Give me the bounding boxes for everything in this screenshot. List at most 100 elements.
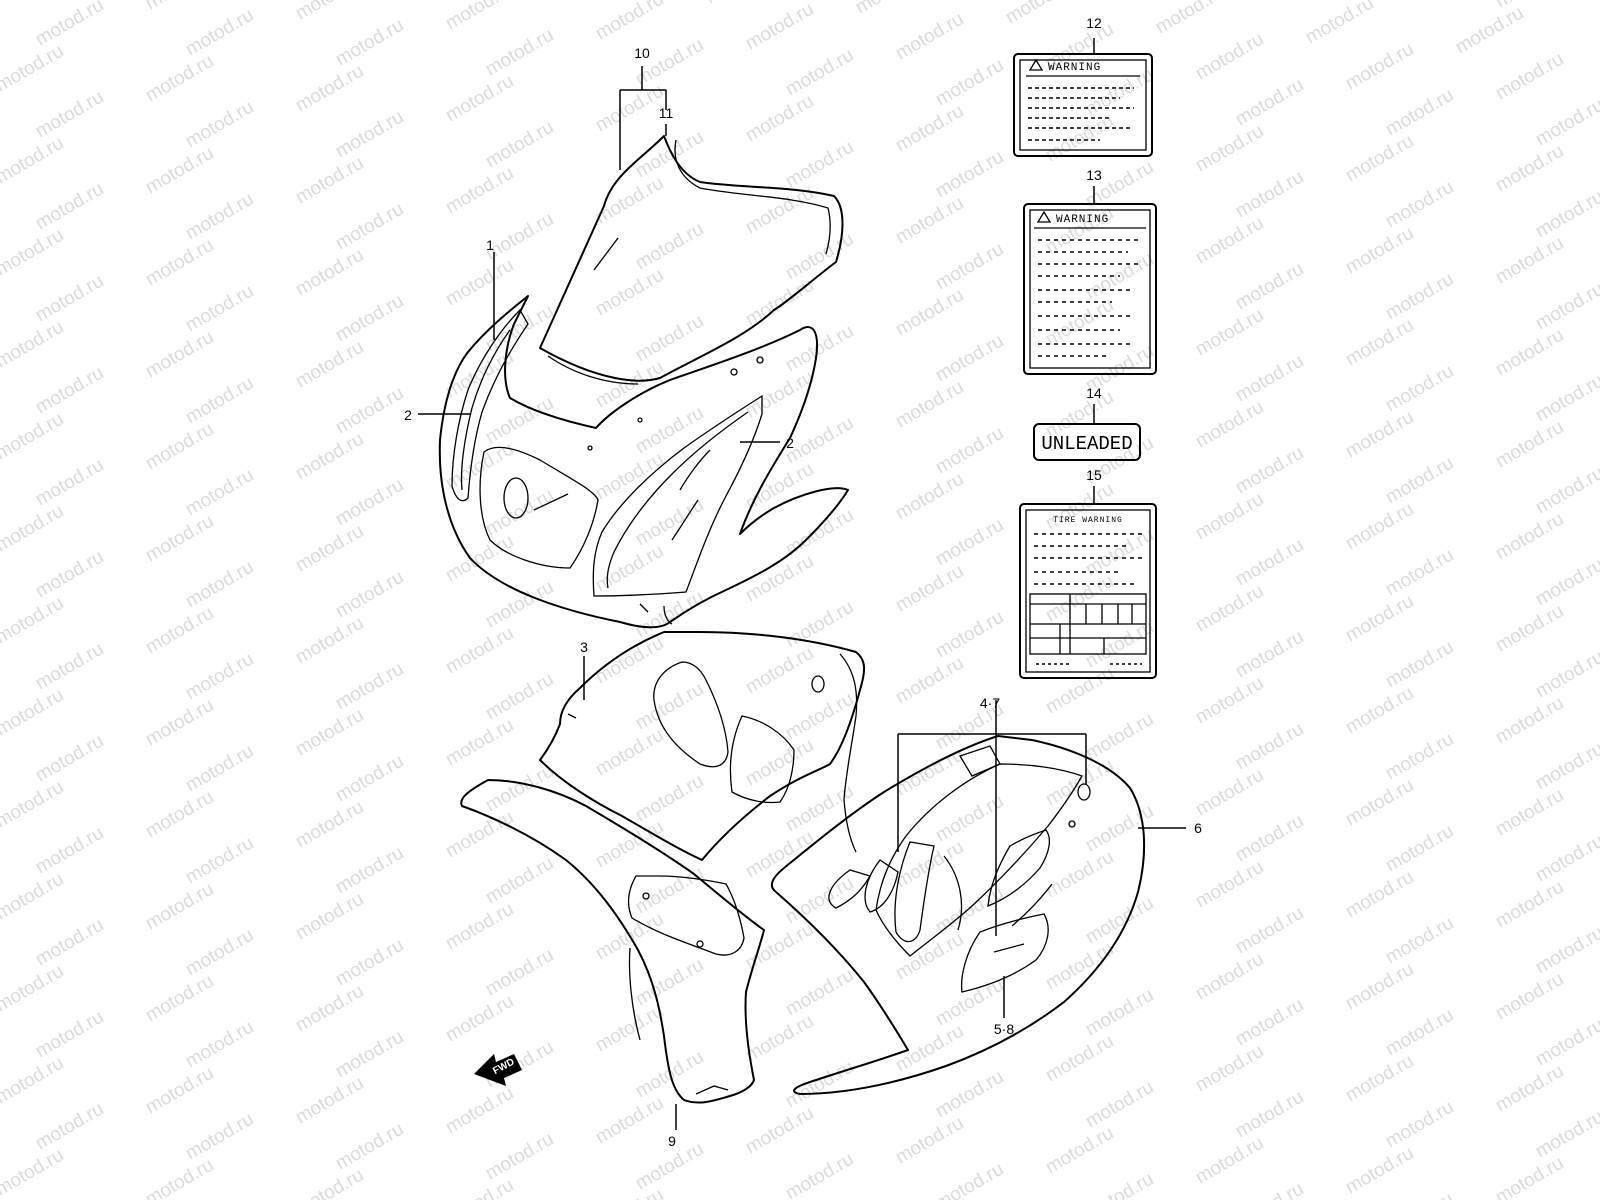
watermark-text: motod.ru: [182, 1109, 257, 1165]
watermark-text: motod.ru: [1192, 765, 1267, 821]
callout-numbers: 10 11 1 2 2 3 12 13 14 15 4·7 6 5·8 9: [404, 15, 1202, 1149]
watermark-text: motod.ru: [742, 367, 817, 423]
watermark-text: motod.ru: [632, 863, 707, 919]
watermark-text: motod.ru: [892, 653, 967, 709]
watermark-text: motod.ru: [742, 827, 817, 883]
tire-warning-label-15[interactable]: TIRE WARNING: [1019, 503, 1157, 679]
watermark-text: motod.ru: [1042, 755, 1117, 811]
under-cowling-left[interactable]: [460, 779, 765, 1104]
watermark-text: motod.ru: [1492, 693, 1567, 749]
watermark-text: motod.ru: [742, 91, 817, 147]
watermark-text: motod.ru: [1532, 1107, 1600, 1163]
watermark-text: motod.ru: [782, 781, 857, 837]
watermark-text: motod.ru: [142, 971, 217, 1027]
watermark-text: motod.ru: [1382, 821, 1457, 877]
watermark-text: motod.ru: [1042, 1031, 1117, 1087]
inner-cowling-panel[interactable]: [539, 631, 866, 861]
watermark-text: motod.ru: [592, 265, 667, 321]
watermark-text: motod.ru: [182, 833, 257, 889]
watermark-text: motod.ru: [1192, 673, 1267, 729]
watermark-text: motod.ru: [932, 55, 1007, 111]
label-15-table: [1029, 593, 1147, 655]
watermark-text: motod.ru: [32, 1099, 107, 1155]
watermark-text: motod.ru: [332, 475, 407, 531]
watermark-text: motod.ru: [1382, 85, 1457, 141]
watermark-text: motod.ru: [892, 377, 967, 433]
upper-cowling[interactable]: [438, 295, 849, 629]
watermark-text: motod.ru: [182, 373, 257, 429]
watermark-text: motod.ru: [332, 107, 407, 163]
watermark-text: motod.ru: [332, 15, 407, 71]
watermark-text: motod.ru: [32, 547, 107, 603]
watermark-text: motod.ru: [1492, 601, 1567, 657]
watermark-text: motod.ru: [0, 317, 67, 373]
watermark-text: motod.ru: [442, 1175, 517, 1200]
watermark-text: motod.ru: [782, 137, 857, 193]
watermark-text: motod.ru: [1152, 0, 1227, 38]
rgv-decal[interactable]: [828, 745, 1001, 943]
watermark-text: motod.ru: [1532, 923, 1600, 979]
watermark-text: motod.ru: [0, 1145, 67, 1200]
watermark-text: motod.ru: [932, 423, 1007, 479]
watermark-text: motod.ru: [332, 383, 407, 439]
warning-label-12-text: WARNING: [1048, 62, 1101, 74]
watermark-text: motod.ru: [1082, 985, 1157, 1041]
callout-6: 6: [1194, 820, 1202, 836]
watermark-text: motod.ru: [1232, 903, 1307, 959]
watermark-text: motod.ru: [292, 337, 367, 393]
watermark-text: motod.ru: [742, 551, 817, 607]
watermark-text: motod.ru: [182, 281, 257, 337]
watermark-text: motod.ru: [292, 61, 367, 117]
watermark-text: motod.ru: [1382, 1005, 1457, 1061]
watermark-text: motod.ru: [892, 285, 967, 341]
watermark-text: motod.ru: [332, 843, 407, 899]
watermark-text: motod.ru: [1382, 1189, 1457, 1200]
watermark-text: motod.ru: [332, 751, 407, 807]
watermark-text: motod.ru: [892, 929, 967, 985]
watermark-text: motod.ru: [1002, 0, 1077, 28]
tire-warning-label-text: TIRE WARNING: [1053, 516, 1123, 525]
watermark-text: motod.ru: [892, 101, 967, 157]
watermark-text: motod.ru: [482, 1129, 557, 1185]
watermark-text: motod.ru: [1342, 867, 1417, 923]
watermark-text: motod.ru: [0, 41, 67, 97]
windscreen[interactable]: [539, 135, 844, 385]
watermark-text: motod.ru: [1342, 223, 1417, 279]
watermark-text: motod.ru: [0, 225, 67, 281]
watermark-text: motod.ru: [592, 633, 667, 689]
watermark-text: motod.ru: [932, 239, 1007, 295]
watermark-text: motod.ru: [782, 965, 857, 1021]
stripe-decal-lower[interactable]: [960, 883, 1053, 993]
cowling-stripe-right[interactable]: [592, 394, 763, 597]
watermark-text: motod.ru: [142, 327, 217, 383]
watermark-text: motod.ru: [32, 271, 107, 327]
watermark-text: motod.ru: [182, 557, 257, 613]
watermark-text: motod.ru: [1492, 1061, 1567, 1117]
watermark-text: motod.ru: [0, 409, 67, 465]
watermark-text: motod.ru: [892, 1021, 967, 1077]
watermark-text: motod.ru: [1302, 0, 1377, 48]
callout-15: 15: [1086, 467, 1102, 483]
watermark-text: motod.ru: [442, 807, 517, 863]
watermark-text: motod.ru: [182, 189, 257, 245]
watermark-text: motod.ru: [182, 5, 257, 61]
warning-label-13[interactable]: WARNING: [1023, 203, 1157, 375]
cowling-stripe-left[interactable]: [451, 308, 529, 502]
watermark-text: motod.ru: [1382, 637, 1457, 693]
watermark-text: motod.ru: [32, 87, 107, 143]
under-cowling-right[interactable]: [770, 735, 1146, 1095]
watermark-text: motod.ru: [892, 1113, 967, 1169]
watermark-text: motod.ru: [32, 179, 107, 235]
watermark-text: motod.ru: [932, 515, 1007, 571]
watermark-text: motod.ru: [1192, 1133, 1267, 1189]
watermark-text: motod.ru: [932, 331, 1007, 387]
watermark-text: motod.ru: [1382, 1097, 1457, 1153]
watermark-text: motod.ru: [0, 685, 67, 741]
watermark-text: motod.ru: [632, 403, 707, 459]
warning-label-12[interactable]: WARNING: [1013, 53, 1153, 157]
watermark-text: motod.ru: [182, 1017, 257, 1073]
unleaded-label-14[interactable]: UNLEADED: [1033, 423, 1141, 461]
watermark-text: motod.ru: [32, 639, 107, 695]
watermark-text: motod.ru: [1342, 499, 1417, 555]
